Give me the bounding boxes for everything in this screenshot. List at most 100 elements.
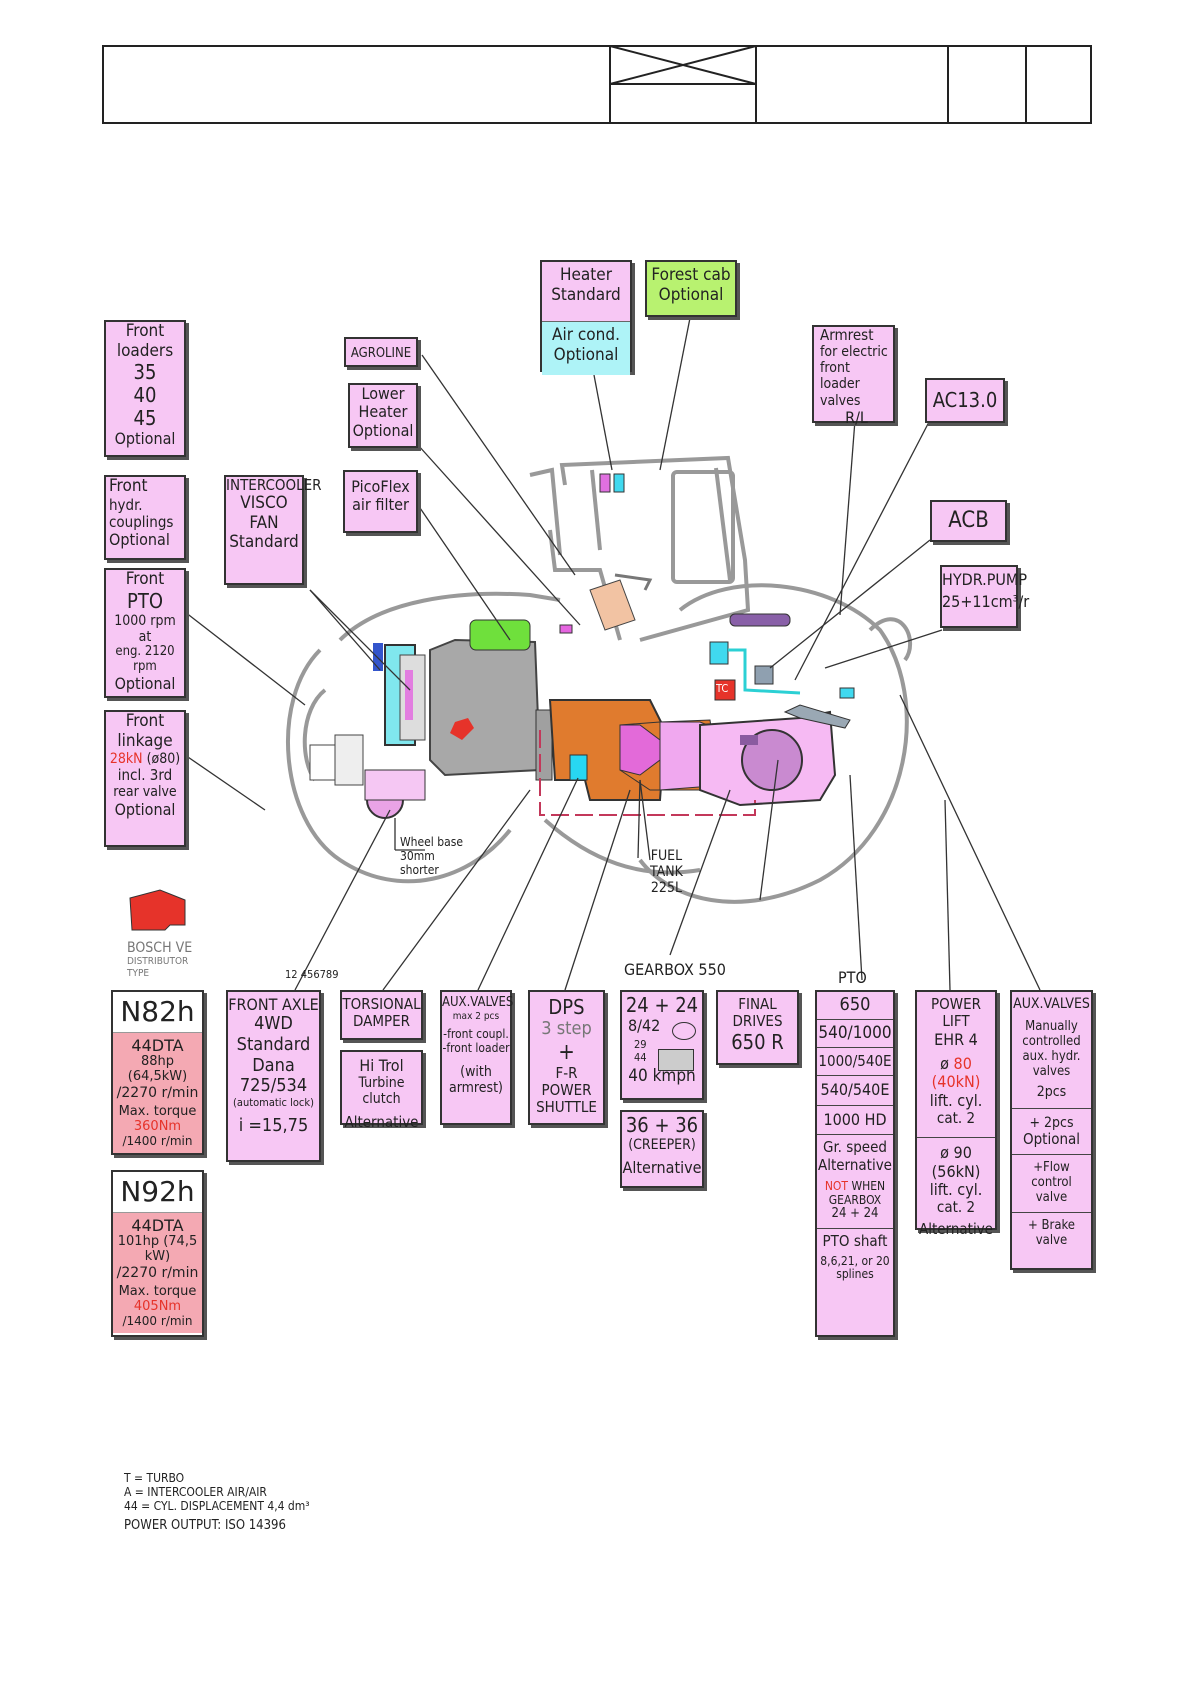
final-drives-l1: FINAL DRIVES [732, 995, 783, 1031]
front-linkage-dia: (ø80) [146, 751, 181, 768]
engine-n82-l2: 88hp (64,5kW) [127, 1054, 188, 1085]
intercooler-l2: VISCO [240, 493, 288, 514]
front-pto-l2: PTO [127, 588, 163, 613]
front-loaders-l1: Front [125, 321, 165, 341]
power-lift-l7: lift. cyl. [929, 1180, 983, 1200]
ac130-l1: AC13.0 [932, 388, 998, 412]
aux-rear-l10: valve [1035, 1190, 1068, 1206]
dps-l3: + [558, 1039, 575, 1065]
bosch-l3: TYPE [127, 967, 150, 979]
front-linkage-l6: Optional [114, 799, 176, 819]
engine-n82-l5: 360Nm [133, 1119, 182, 1135]
front-loaders-box: Front loaders 35 40 45 Optional [104, 320, 186, 457]
engine-n92-title: N92h [113, 1172, 202, 1213]
aux-front-l1: AUX.VALVES [442, 995, 514, 1010]
intercooler-l3: FAN [249, 512, 279, 533]
pto-box: 650 540/1000 1000/540E 540/540E 1000 HD … [815, 990, 895, 1337]
engine-n82-l1: 44DTA [131, 1036, 184, 1055]
engine-n92-l5: 405Nm [133, 1299, 182, 1315]
engine-n82-title: N82h [113, 992, 202, 1033]
wheel-base-l2: 30mm [400, 848, 435, 863]
heater-l1: Heater [560, 265, 612, 285]
aux-rear-l11: + Brake valve [1012, 1212, 1091, 1249]
aux-front-l5: (with [460, 1064, 492, 1081]
front-linkage-box: Front linkage 28kN (ø80) incl. 3rd rear … [104, 710, 186, 847]
pto-l4: 540/540E [817, 1075, 893, 1104]
legend: T = TURBO A = INTERCOOLER AIR/AIR 44 = C… [124, 1471, 310, 1534]
agroline-l1: AGROLINE [350, 346, 412, 361]
forest-cab-l2: Optional [658, 284, 724, 305]
gearbox-l3b: 44 [634, 1051, 647, 1065]
armrest-l5: R/L [845, 407, 868, 427]
dps-l6: SHUTTLE [536, 1098, 597, 1117]
creeper-l1: 36 + 36 [625, 1113, 699, 1137]
engine-n82-box: N82h 44DTA 88hp (64,5kW) /2270 r/min Max… [111, 990, 204, 1155]
heater-l3: Air cond. [552, 325, 620, 345]
front-axle-l4: Dana [252, 1054, 295, 1076]
gearbox-l2: 8/42 [628, 1016, 661, 1035]
armrest-box: Armrest for electric front loader valves… [812, 325, 895, 427]
dps-l4: F-R [555, 1063, 578, 1082]
front-axle-l5: 725/534 [239, 1075, 308, 1097]
front-axle-l6: (automatic lock) [233, 1096, 314, 1110]
power-lift-l5: cat. 2 [936, 1109, 976, 1128]
power-lift-l6: ø 90 (56kN) [917, 1137, 995, 1181]
heater-l2: Standard [551, 284, 621, 305]
front-axle-l3: Standard [236, 1034, 311, 1056]
torsional-l1: TORSIONAL [342, 995, 421, 1013]
front-axle-l7: i =15,75 [238, 1114, 309, 1136]
creeper-l3: Alternative [622, 1158, 702, 1178]
aux-front-l6: armrest) [449, 1080, 503, 1097]
creeper-l2: (CREEPER) [628, 1137, 696, 1153]
agroline-box: AGROLINE [344, 337, 418, 367]
engine-n92-l4: Max. torque [118, 1284, 197, 1300]
front-hydr-l1: Front [109, 476, 148, 496]
gearbox-l3a: 29 [634, 1038, 647, 1052]
aux-front-l2: max 2 pcs [452, 1010, 500, 1022]
front-linkage-l5: rear valve [113, 784, 177, 801]
aux-rear-l8: Optional [1022, 1130, 1081, 1149]
code-label: 12 456789 [285, 968, 339, 981]
forest-cab-l1: Forest cab [651, 265, 731, 285]
final-drives-l2: 650 R [731, 1029, 784, 1054]
lower-heater-l2: Heater [358, 402, 408, 422]
front-loaders-l6: Optional [114, 429, 176, 449]
front-hydr-box: Front hydr. couplings Optional [104, 475, 186, 560]
front-linkage-l1: Front [125, 711, 165, 731]
gearbox-title: GEARBOX 550 [624, 960, 726, 979]
engine-n82-l3: /2270 r/min [116, 1085, 199, 1102]
tc-label: TC [716, 682, 729, 695]
ac130-box: AC13.0 [925, 378, 1005, 423]
intercooler-l1: INTERCOOLER [226, 476, 322, 494]
torsional-l2: DAMPER [352, 1012, 411, 1031]
lower-heater-l1: Lower [361, 384, 405, 403]
front-linkage-l4: incl. 3rd [117, 766, 173, 785]
power-lift-l3a: ø [940, 1053, 954, 1073]
front-pto-l1: Front [125, 569, 165, 589]
armrest-l1: Armrest [820, 326, 874, 344]
front-pto-box: Front PTO 1000 rpm at eng. 2120 rpm Opti… [104, 568, 186, 698]
aux-valves-rear-box: AUX.VALVES Manually controlled aux. hydr… [1010, 990, 1093, 1270]
hitrol-l1: Hi Trol [359, 1056, 404, 1075]
bosch-l2: DISTRIBUTOR [127, 956, 189, 968]
final-drives-box: FINAL DRIVES 650 R [716, 990, 799, 1065]
legend-l3: 44 = CYL. DISPLACEMENT 4,4 dm³ [124, 1498, 310, 1513]
engine-n92-l6: /1400 r/min [122, 1314, 193, 1329]
front-pto-l4: eng. 2120 rpm [115, 643, 175, 674]
power-lift-l1: POWER LIFT [930, 995, 981, 1031]
acb-l1: ACB [948, 508, 989, 533]
armrest-l4: valves [820, 392, 861, 409]
pto-l6: Gr. speed [817, 1134, 893, 1156]
engine-n92-box: N92h 44DTA 101hp (74,5 kW) /2270 r/min M… [111, 1170, 204, 1337]
fuel-l2: TANK [650, 864, 683, 881]
intercooler-l4: Standard [229, 532, 299, 553]
fuel-l1: FUEL [650, 848, 683, 864]
pto-title: PTO [838, 968, 867, 987]
front-loaders-l3: 35 [133, 360, 157, 385]
aux-rear-l1: AUX.VALVES [1013, 996, 1090, 1012]
hitrol-box: Hi Trol Turbine clutch Alternative [340, 1050, 423, 1130]
gear-lever-icon [658, 1049, 694, 1071]
front-linkage-l2: linkage [117, 730, 173, 751]
gear-icon [672, 1022, 696, 1040]
